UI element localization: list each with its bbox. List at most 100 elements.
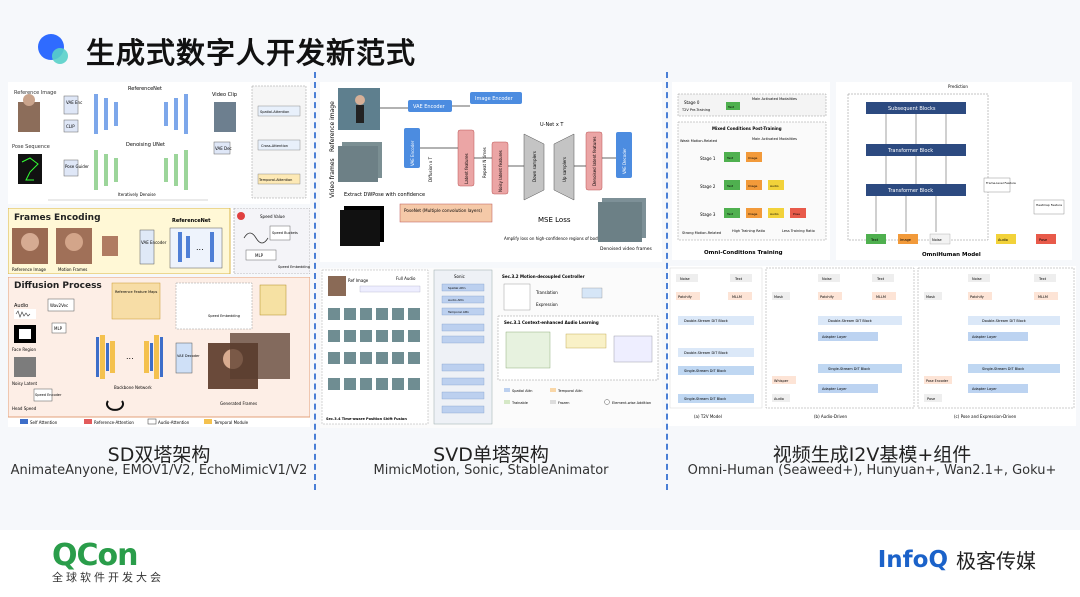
svg-text:Text: Text <box>726 212 734 216</box>
svg-text:Audio: Audio <box>774 397 784 401</box>
svg-text:Pose: Pose <box>927 397 935 401</box>
svg-text:Temporal-Attention: Temporal-Attention <box>258 178 292 182</box>
svg-text:Text: Text <box>876 277 885 281</box>
svg-text:Single-Stream DiT Block: Single-Stream DiT Block <box>684 397 727 401</box>
qcon-subtitle: 全球软件开发大会 <box>52 571 164 584</box>
qcon-logo: QCon 全球软件开发大会 <box>52 538 164 585</box>
svg-text:VAE Encoder: VAE Encoder <box>410 140 415 166</box>
svg-text:VAE Decoder: VAE Decoder <box>177 354 200 358</box>
svg-text:Speed Embedding: Speed Embedding <box>208 314 240 318</box>
svg-text:MLLM: MLLM <box>732 295 742 299</box>
svg-text:Temporal Attn: Temporal Attn <box>447 310 469 314</box>
column-caption-title: SVD单塔架构 <box>433 444 549 466</box>
svg-text:Audio: Audio <box>770 212 779 216</box>
svg-text:Temporal Module: Temporal Module <box>213 420 249 425</box>
svg-text:ReferenceNet: ReferenceNet <box>128 86 162 92</box>
section-label: Frames Encoding <box>14 213 101 223</box>
svg-text:PoseNet (Multiple convolution: PoseNet (Multiple convolution layers) <box>404 208 482 213</box>
svg-text:Audio: Audio <box>998 238 1008 242</box>
svg-text:(c) Pose and Expression-Driven: (c) Pose and Expression-Driven <box>954 414 1017 419</box>
svg-text:Image Encoder: Image Encoder <box>475 96 514 102</box>
qcon-wordmark: QCon <box>52 538 139 573</box>
svg-text:Heatmap Feature: Heatmap Feature <box>1036 203 1062 207</box>
svg-text:Text: Text <box>1038 277 1047 281</box>
svg-text:Wav2Vec: Wav2Vec <box>50 303 68 308</box>
svg-text:Mask: Mask <box>774 295 784 299</box>
svg-text:U-Net x T: U-Net x T <box>540 122 564 128</box>
svg-text:Pose Encoder: Pose Encoder <box>926 379 949 383</box>
svg-text:MSE Loss: MSE Loss <box>538 216 571 224</box>
svg-text:Expression: Expression <box>536 302 558 307</box>
svg-text:Strong Motion-Related: Strong Motion-Related <box>682 231 721 235</box>
emo-frames-encoding-figure: Frames Encoding VAE Encoder ReferenceNet… <box>8 208 310 274</box>
infoq-logo: InfoQ 极客传媒 <box>878 545 1036 574</box>
svg-text:Element-wise Addition: Element-wise Addition <box>612 401 651 405</box>
svg-text:Double-Stream DiT Block: Double-Stream DiT Block <box>684 351 729 355</box>
column-caption-title: SD双塔架构 <box>107 444 211 466</box>
svg-text:Pose: Pose <box>1039 238 1047 242</box>
svg-text:Mixed Conditions Post-Training: Mixed Conditions Post-Training <box>712 126 782 131</box>
svg-text:Text: Text <box>726 156 734 160</box>
column-caption-subtitle: MimicMotion, Sonic, StableAnimator <box>373 463 609 478</box>
svg-text:Double-Stream DiT Block: Double-Stream DiT Block <box>982 319 1027 323</box>
svg-text:Generated Frames: Generated Frames <box>220 401 257 406</box>
fig-label: Pose Sequence <box>12 144 50 150</box>
svg-text:Stage 1: Stage 1 <box>700 156 716 161</box>
svg-text:Text: Text <box>727 105 735 109</box>
svg-text:Repeat N times: Repeat N times <box>482 147 487 178</box>
svg-text:Audio-Attention: Audio-Attention <box>158 420 190 425</box>
svg-text:Up samplers: Up samplers <box>562 157 567 182</box>
svg-text:Subsequent Blocks: Subsequent Blocks <box>888 106 936 112</box>
svg-text:Double-Stream DiT Block: Double-Stream DiT Block <box>684 319 729 323</box>
svg-text:Temporal Attn: Temporal Attn <box>557 389 582 393</box>
omni-conditions-figure: Stage 0 T2V Pre-Training Main Activated … <box>672 82 830 260</box>
svg-text:Sec.3.4 Time-aware Position Sh: Sec.3.4 Time-aware Position Shift Fusion <box>326 417 407 421</box>
svg-text:MLP: MLP <box>255 253 264 258</box>
svg-text:Iteratively Denoise: Iteratively Denoise <box>118 192 156 197</box>
svg-text:Speed Encoder: Speed Encoder <box>35 393 62 397</box>
column-divider <box>666 72 668 490</box>
svg-text:Translation: Translation <box>535 290 558 295</box>
svg-text:Ref Image: Ref Image <box>348 278 369 283</box>
svg-text:Noise: Noise <box>972 277 982 281</box>
svg-text:MLP: MLP <box>54 326 63 331</box>
svg-text:VAE Dec: VAE Dec <box>215 146 232 151</box>
svg-text:High Training Ratio: High Training Ratio <box>732 229 765 233</box>
svg-text:Frozen: Frozen <box>558 401 569 405</box>
svg-text:Spatial Attn: Spatial Attn <box>448 286 466 290</box>
svg-text:Stage 3: Stage 3 <box>700 212 716 217</box>
svg-text:Adapter Layer: Adapter Layer <box>972 335 997 339</box>
svg-text:Audio: Audio <box>14 303 28 309</box>
svg-text:Reference-Attention: Reference-Attention <box>94 420 134 425</box>
svg-text:Adapter Layer: Adapter Layer <box>972 387 997 391</box>
slide-canvas: 生成式数字人开发新范式 Reference Image Pose Sequenc… <box>8 34 1075 490</box>
svg-text:Frame-level Feature: Frame-level Feature <box>986 181 1016 185</box>
svg-text:Self Attention: Self Attention <box>30 420 58 425</box>
figure-title: OmniHuman Model <box>922 252 981 258</box>
svg-text:VAE Encoder: VAE Encoder <box>413 104 446 110</box>
column-caption-subtitle: AnimateAnyone, EMOV1/V2, EchoMimicV1/V2 <box>10 463 308 478</box>
infoq-tagline: 极客传媒 <box>956 549 1036 573</box>
svg-text:(b) Audio-Driven: (b) Audio-Driven <box>814 414 847 419</box>
fig-label: Reference Image <box>14 90 56 96</box>
svg-text:Face Region: Face Region <box>12 347 36 352</box>
svg-text:Head Speed: Head Speed <box>12 406 37 411</box>
svg-text:ReferenceNet: ReferenceNet <box>172 218 211 224</box>
svg-text:Weak Motion-Related: Weak Motion-Related <box>680 139 717 143</box>
svg-text:Sonic: Sonic <box>454 274 465 279</box>
svg-text:Noise: Noise <box>822 277 832 281</box>
column-divider <box>314 72 316 490</box>
svg-text:Image: Image <box>748 156 758 160</box>
svg-text:Single-Stream DiT Block: Single-Stream DiT Block <box>828 367 871 371</box>
svg-text:Prediction: Prediction <box>948 84 968 89</box>
svg-text:Reference Feature Maps: Reference Feature Maps <box>115 290 157 294</box>
svg-text:Text: Text <box>726 184 734 188</box>
slide-footer <box>0 530 1080 597</box>
svg-text:Reference image: Reference image <box>329 101 336 152</box>
svg-text:MLLM: MLLM <box>876 295 886 299</box>
svg-text:Image: Image <box>900 238 911 242</box>
svg-text:Denoising UNet: Denoising UNet <box>126 142 165 148</box>
svg-text:Down samplers: Down samplers <box>532 151 537 182</box>
svg-text:Main Activated Modalities: Main Activated Modalities <box>752 97 797 101</box>
svg-text:Transformer Block: Transformer Block <box>887 188 933 194</box>
